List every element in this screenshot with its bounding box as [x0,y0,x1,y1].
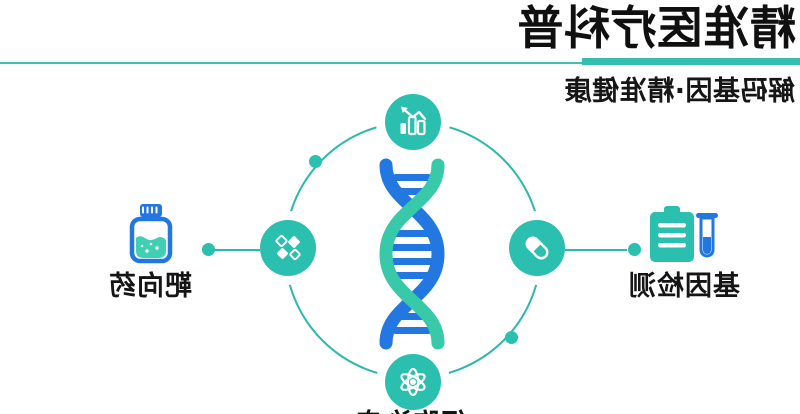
atom-icon [400,367,426,397]
gene-testing-label: 基因检测 [628,271,740,302]
dna-helix-icon [379,158,445,350]
test-tube-report-icon [650,206,718,262]
page-subtitle: 解码基因·精准健康 [564,76,795,107]
bar-chart-trend-icon [400,106,427,136]
page-title: 精准医疗科普 [517,1,796,55]
ring-node-capsule [509,220,565,276]
connector-line [214,249,260,251]
dna-strand-blue [379,158,445,350]
dna-strand-teal [379,158,445,350]
connector-dot [628,243,641,256]
connector-line [565,249,627,251]
capsule-icon [525,236,549,260]
targeted-drug-label: 靶向药 [108,271,192,302]
ring-node-pills [260,220,316,276]
ring-node-atom [385,354,441,410]
pills-diamond-icon [275,234,301,261]
bottom-node-label: 细胞治疗 [356,402,468,414]
medicine-bottle-icon [129,204,173,264]
connector-dot [202,243,215,256]
ring-dot [505,331,518,344]
divider-accent-bar [582,58,800,65]
ring-dot [309,155,322,168]
ring-node-top [385,94,441,150]
